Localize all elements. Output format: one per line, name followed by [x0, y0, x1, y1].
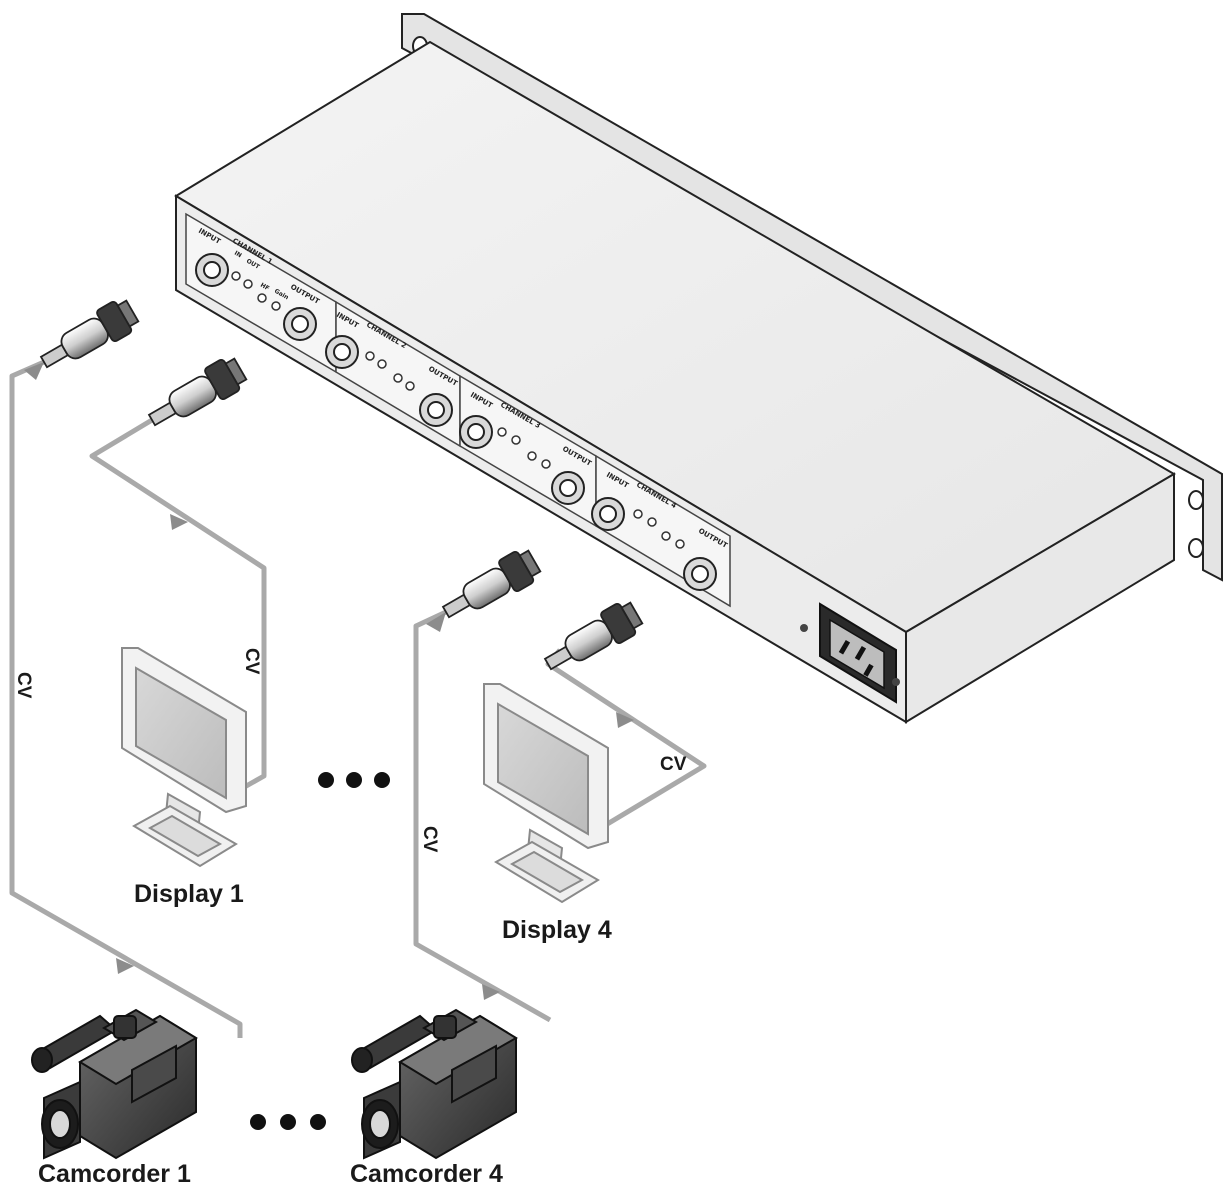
svg-text:HF: HF — [259, 282, 270, 293]
arrow-icon — [616, 712, 634, 728]
camcorder-4: Camcorder 4 — [350, 1008, 518, 1187]
bnc-connector — [441, 549, 542, 619]
bnc-connector — [147, 357, 248, 427]
panel-controls — [231, 271, 685, 549]
display-1: Display 1 — [121, 647, 247, 908]
camcorder-1-label: Camcorder 1 — [38, 1160, 191, 1187]
camcorder-icon — [351, 1008, 518, 1160]
arrow-icon — [116, 958, 134, 974]
camcorder-icon — [31, 1008, 198, 1160]
cv-label-camcorder1: CV — [13, 672, 34, 699]
monitor-icon — [483, 683, 609, 904]
cv-label-display1: CV — [241, 648, 262, 675]
signal-labels: CV CV CV CV — [13, 648, 687, 853]
ellipsis-dots — [250, 1114, 326, 1130]
display-4-label: Display 4 — [502, 916, 612, 944]
arrow-icon — [170, 514, 188, 530]
arrow-icon — [482, 984, 500, 1000]
signal-arrows — [24, 362, 634, 1000]
cable-camcorder4-input — [413, 609, 552, 1023]
cables — [9, 359, 707, 1038]
power-inlet-icon — [800, 602, 900, 704]
cv-label-camcorder4: CV — [419, 826, 440, 853]
display-4: Display 4 — [483, 683, 612, 944]
cable-output-display1 — [89, 417, 267, 797]
cable-camcorder1-input — [9, 359, 243, 1038]
display-1-label: Display 1 — [134, 880, 244, 908]
ellipsis-dots — [318, 772, 390, 788]
panel-bnc-jacks — [195, 253, 717, 591]
monitor-icon — [121, 647, 247, 868]
cv-label-display4: CV — [660, 754, 687, 775]
rack-device: INPUT CHANNEL 1 OUTPUT INPUT CHANNEL 2 O… — [174, 13, 1223, 724]
camcorder-1: Camcorder 1 — [31, 1008, 198, 1187]
bnc-connector — [39, 299, 140, 369]
camcorder-4-label: Camcorder 4 — [350, 1160, 503, 1187]
bnc-plugs — [39, 299, 644, 671]
svg-text:IN: IN — [233, 250, 243, 260]
arrow-icon — [24, 362, 44, 380]
arrow-icon — [426, 612, 446, 632]
bnc-connector — [543, 601, 644, 671]
